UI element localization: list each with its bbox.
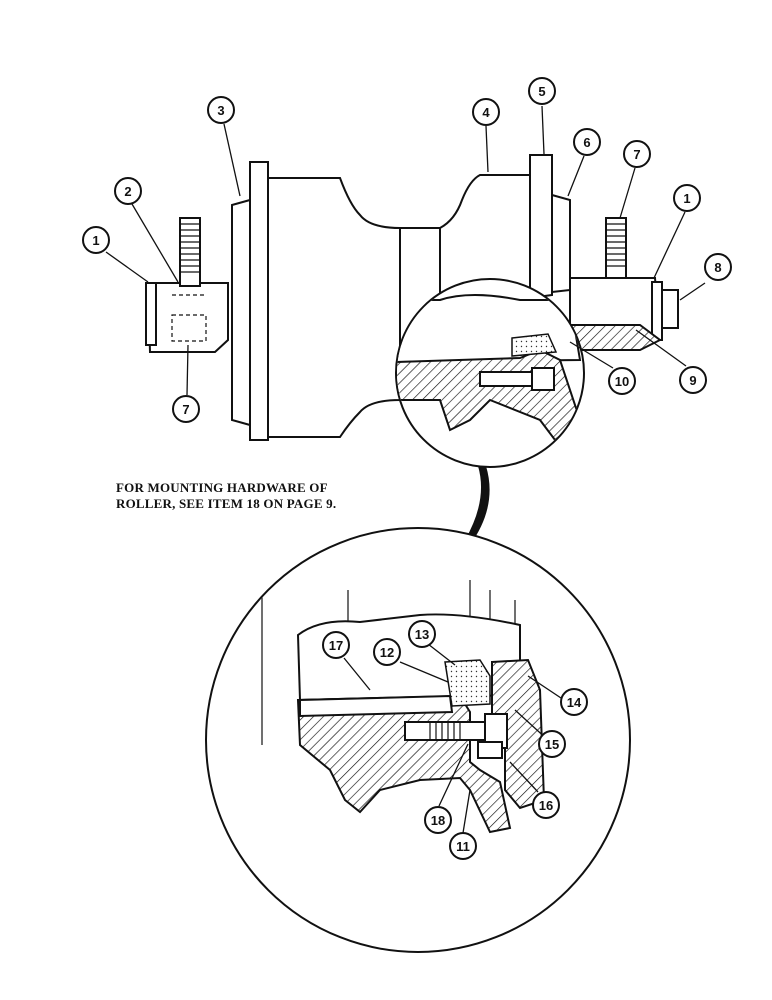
callout-10: 10 (608, 367, 636, 395)
svg-text:10: 10 (615, 374, 629, 389)
detail-circle-small (395, 278, 585, 468)
left-stud-bolt (179, 217, 201, 287)
left-nut-hidden (171, 314, 207, 342)
svg-text:4: 4 (482, 105, 490, 120)
bolt-threads (429, 722, 461, 740)
left-mounting-bracket (146, 282, 229, 353)
callout-18: 18 (424, 806, 452, 834)
svg-text:7: 7 (633, 147, 640, 162)
retaining-bolt (404, 721, 486, 741)
mounting-hardware-note: FOR MOUNTING HARDWARE OF ROLLER, SEE ITE… (116, 480, 336, 512)
svg-text:12: 12 (380, 645, 394, 660)
right-tread (439, 174, 531, 302)
right-bracket-flange (651, 281, 663, 341)
callout-bubbles: 1 2 3 4 5 6 7 1 (82, 77, 732, 860)
retainer-plate (477, 741, 503, 759)
callout-15: 15 (538, 730, 566, 758)
svg-text:1: 1 (683, 191, 690, 206)
shaft-detail (299, 694, 454, 718)
callout-13: 13 (408, 620, 436, 648)
callout-7-right: 7 (623, 140, 651, 168)
svg-text:11: 11 (456, 839, 470, 854)
left-tread (267, 177, 401, 438)
svg-text:7: 7 (182, 402, 189, 417)
callout-5: 5 (528, 77, 556, 105)
right-stud-threads (606, 223, 626, 267)
callout-7-left: 7 (172, 395, 200, 423)
left-end-cap (231, 198, 251, 427)
svg-text:17: 17 (329, 638, 343, 653)
note-line-1: FOR MOUNTING HARDWARE OF (116, 480, 328, 495)
right-stud-bolt (605, 217, 627, 281)
svg-text:1: 1 (92, 233, 99, 248)
detail-circle-large (205, 527, 631, 953)
svg-text:9: 9 (689, 373, 696, 388)
callout-1-right: 1 (673, 184, 701, 212)
callout-11: 11 (449, 832, 477, 860)
svg-text:16: 16 (539, 798, 553, 813)
callout-3: 3 (207, 96, 235, 124)
seal-ring (444, 659, 491, 707)
callout-16: 16 (532, 791, 560, 819)
svg-text:8: 8 (714, 260, 721, 275)
roller-assembly (145, 154, 679, 441)
callout-2: 2 (114, 177, 142, 205)
callout-leaders (105, 105, 706, 834)
callout-17: 17 (322, 631, 350, 659)
left-bracket-flange (145, 282, 157, 346)
callout-4: 4 (472, 98, 500, 126)
svg-text:15: 15 (545, 737, 559, 752)
right-bolt-head (661, 289, 679, 329)
callout-9: 9 (679, 366, 707, 394)
callout-12: 12 (373, 638, 401, 666)
detail-pointer (465, 466, 490, 545)
callout-14: 14 (560, 688, 588, 716)
svg-text:13: 13 (415, 627, 429, 642)
right-end-cap (551, 193, 571, 294)
svg-text:2: 2 (124, 184, 131, 199)
svg-text:18: 18 (431, 813, 445, 828)
svg-text:6: 6 (583, 135, 590, 150)
svg-text:3: 3 (217, 103, 224, 118)
callout-6: 6 (573, 128, 601, 156)
svg-text:14: 14 (567, 695, 582, 710)
left-flange (249, 161, 269, 441)
note-line-2: ROLLER, SEE ITEM 18 ON PAGE 9. (116, 496, 337, 511)
callout-8: 8 (704, 253, 732, 281)
svg-text:5: 5 (538, 84, 545, 99)
right-flange (529, 154, 553, 300)
left-stud-threads (180, 223, 200, 273)
callout-1-left: 1 (82, 226, 110, 254)
